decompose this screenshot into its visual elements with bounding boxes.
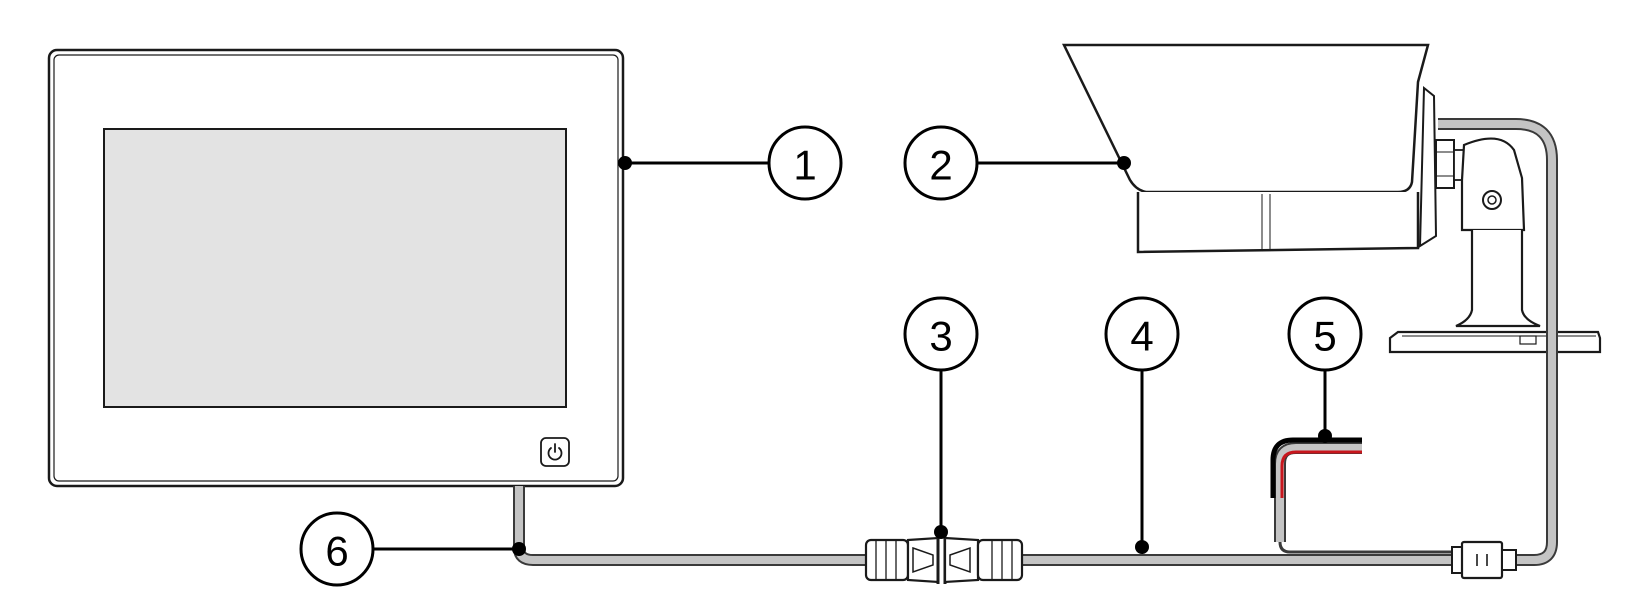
- callout-3: 3: [903, 296, 979, 539]
- callout-6: 6: [299, 511, 526, 587]
- callout-1: 1: [618, 125, 843, 201]
- power-button[interactable]: [540, 437, 570, 467]
- power-lead-black-wire: [1270, 437, 1362, 498]
- callout-2-anchor: [1117, 156, 1131, 170]
- power-lead-red-wire: [1280, 450, 1362, 498]
- waterproof-connector: [864, 536, 1024, 584]
- callout-5: 5: [1287, 296, 1363, 443]
- callout-2-circle: [903, 125, 979, 201]
- monitor-screen: [103, 128, 567, 408]
- monitor-bezel-inner: [53, 54, 619, 482]
- monitor: [47, 48, 625, 488]
- camera-bracket-knuckle: [1460, 137, 1526, 232]
- callout-3-circle: [903, 296, 979, 372]
- callout-3-anchor: [934, 525, 948, 539]
- camera-body-lower: [1136, 192, 1420, 254]
- cable-junction: [1451, 540, 1517, 580]
- power-lead: [1270, 437, 1452, 554]
- callout-1-label: 1: [793, 142, 816, 189]
- callout-4-anchor: [1135, 540, 1149, 554]
- callout-5-anchor: [1318, 429, 1332, 443]
- callout-1-circle: [767, 125, 843, 201]
- camera-bracket-base: [1388, 330, 1602, 354]
- callout-4-circle: [1104, 296, 1180, 372]
- camera-sunshield: [1061, 43, 1430, 194]
- callout-1-anchor: [618, 156, 632, 170]
- callout-6-anchor: [512, 542, 526, 556]
- camera-bracket-stem: [1455, 230, 1541, 328]
- power-icon: [547, 443, 563, 461]
- callout-6-circle: [299, 511, 375, 587]
- callout-6-label: 6: [325, 528, 348, 575]
- callout-5-circle: [1287, 296, 1363, 372]
- callout-5-label: 5: [1313, 313, 1336, 360]
- callout-2-label: 2: [929, 142, 952, 189]
- camera-rear-cap: [1418, 85, 1438, 248]
- callout-3-label: 3: [929, 313, 952, 360]
- callout-4: 4: [1104, 296, 1180, 554]
- callout-2: 2: [903, 125, 1131, 201]
- callout-4-label: 4: [1130, 313, 1153, 360]
